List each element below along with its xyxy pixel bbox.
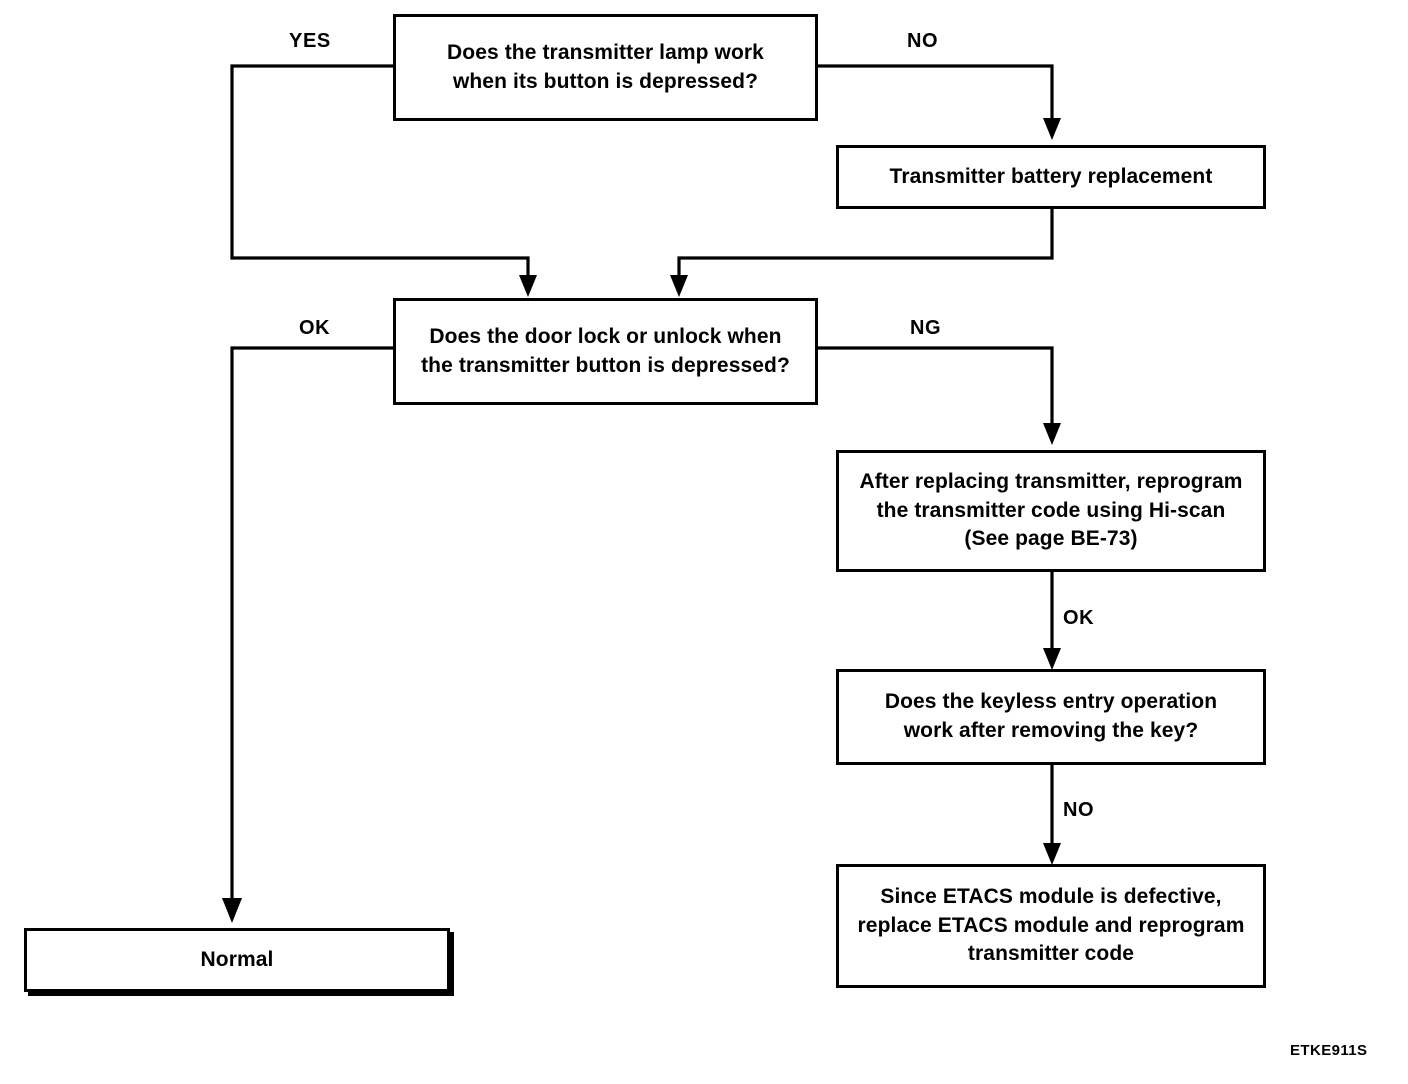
node-battery-replacement[interactable]: Transmitter battery replacement bbox=[836, 145, 1266, 209]
figure-code-label: ETKE911S bbox=[1290, 1042, 1368, 1059]
edge-battery-to-door bbox=[677, 209, 1054, 288]
node-door-lock[interactable]: Does the door lock or unlock when the tr… bbox=[393, 298, 818, 405]
node-keyless-entry-check[interactable]: Does the keyless entry operation work af… bbox=[836, 669, 1266, 765]
edge-label-lamp-no: NO bbox=[907, 30, 939, 52]
edge-door-ok bbox=[230, 346, 393, 912]
edge-door-ng bbox=[818, 346, 1054, 435]
node-normal[interactable]: Normal bbox=[24, 928, 450, 992]
node-transmitter-lamp[interactable]: Does the transmitter lamp work when its … bbox=[393, 14, 818, 121]
edge-lamp-no bbox=[818, 64, 1054, 130]
edge-label-keyless-no: NO bbox=[1063, 799, 1095, 821]
edge-label-door-ok: OK bbox=[299, 317, 331, 339]
edge-label-door-ng: NG bbox=[910, 317, 942, 339]
node-reprogram-transmitter[interactable]: After replacing transmitter, reprogram t… bbox=[836, 450, 1266, 572]
node-etacs-defective[interactable]: Since ETACS module is defective, replace… bbox=[836, 864, 1266, 988]
arrowhead-keyless-no bbox=[1043, 843, 1061, 865]
edge-label-reprogram-ok: OK bbox=[1063, 607, 1095, 629]
arrowhead-door-ok bbox=[222, 898, 242, 923]
arrowhead-door-ng bbox=[1043, 423, 1061, 445]
arrowhead-battery-to-door bbox=[670, 275, 688, 297]
arrowhead-reprogram-ok bbox=[1043, 648, 1061, 670]
arrowhead-lamp-yes bbox=[519, 275, 537, 297]
edge-label-lamp-yes: YES bbox=[289, 30, 331, 52]
arrowhead-lamp-no bbox=[1043, 118, 1061, 140]
